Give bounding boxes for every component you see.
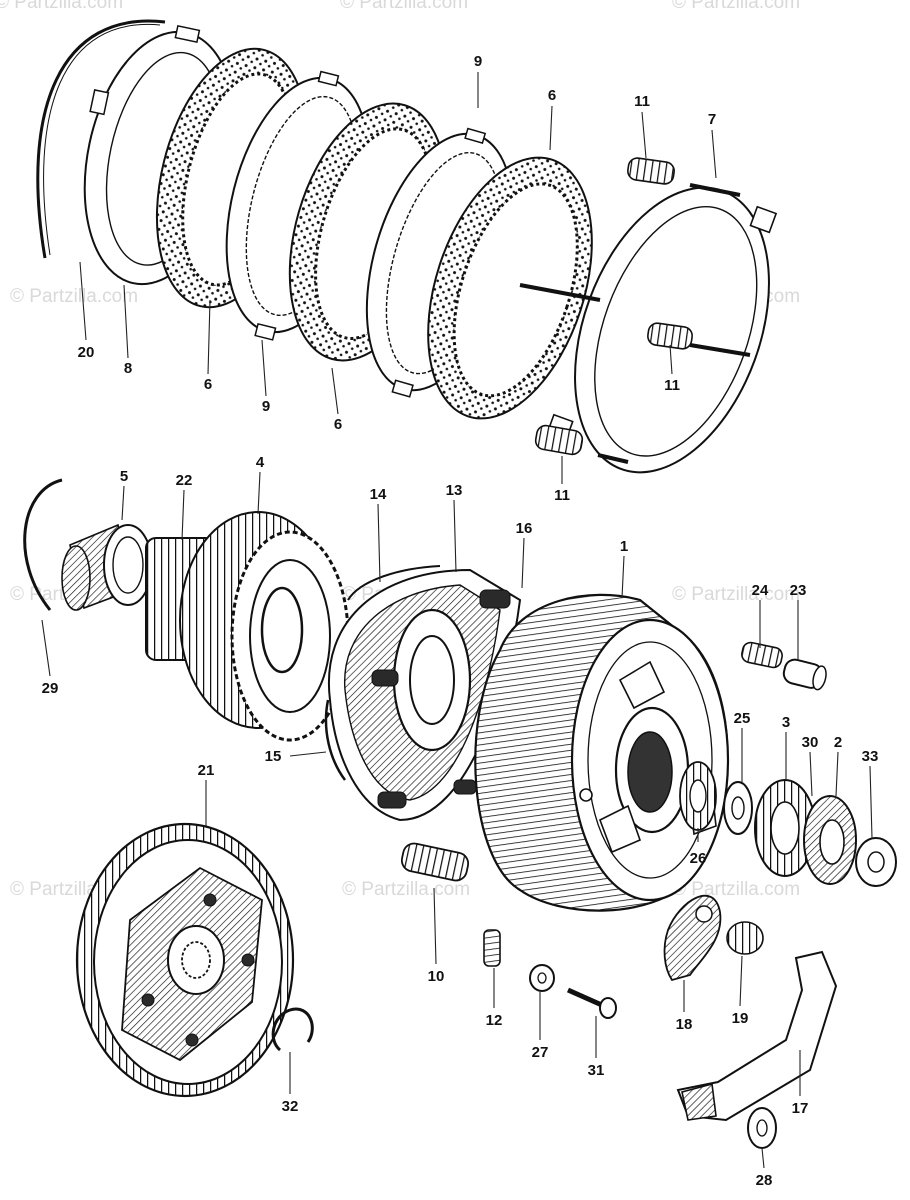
callout-label: 26 xyxy=(690,850,707,867)
callout-label: 24 xyxy=(752,582,769,599)
callout-label: 25 xyxy=(734,710,751,727)
friction-disc-part xyxy=(427,156,593,420)
callout-label: 9 xyxy=(474,53,482,70)
clutch-center-part xyxy=(327,568,522,822)
callout-label: 11 xyxy=(634,93,650,110)
clutch-spring-part xyxy=(647,322,693,350)
callout-label: 2 xyxy=(834,734,842,751)
washer-part xyxy=(747,1107,777,1149)
pin-part xyxy=(597,453,629,464)
bushing-part xyxy=(61,523,153,611)
callout-label: 19 xyxy=(732,1010,749,1027)
callout-label: 6 xyxy=(334,416,342,433)
callout-label: 32 xyxy=(282,1098,299,1115)
watermark-text: © Partzilla.com xyxy=(0,0,123,13)
callout-label: 10 xyxy=(428,968,445,985)
watermark-text: © Partzilla.com xyxy=(672,584,800,605)
callout-label: 15 xyxy=(265,748,282,765)
bearing-part xyxy=(679,761,717,831)
callout-label: 12 xyxy=(486,1012,503,1029)
callout-labels: 20 8 6 9 6 9 6 11 7 11 11 5 22 4 14 13 1… xyxy=(42,53,879,1189)
pin-part xyxy=(689,183,741,197)
leader-lines xyxy=(41,72,873,1169)
plate-stack xyxy=(36,19,778,474)
clutch-housing-part xyxy=(474,593,730,912)
callout-label: 27 xyxy=(532,1044,549,1061)
wire-ring-part xyxy=(324,699,347,781)
callout-label: 23 xyxy=(790,582,807,599)
callout-label: 33 xyxy=(862,748,879,765)
lifter-part xyxy=(754,779,816,877)
callout-label: 13 xyxy=(446,482,463,499)
clutch-spring-part xyxy=(534,424,584,456)
callout-label: 9 xyxy=(262,398,270,415)
callout-label: 31 xyxy=(588,1062,605,1079)
callout-label: 7 xyxy=(708,111,716,128)
circlip-part xyxy=(271,1007,314,1052)
callout-label: 4 xyxy=(256,454,265,471)
callout-label: 6 xyxy=(548,87,556,104)
clutch-spring-part xyxy=(627,157,675,185)
kick-drive-gear-part xyxy=(179,511,350,742)
callout-label: 14 xyxy=(370,486,387,503)
watermark-text: © Partzilla.com xyxy=(672,0,800,13)
callout-label: 16 xyxy=(516,520,533,537)
clutch-lever-part xyxy=(676,950,838,1122)
small-spring-part xyxy=(483,929,501,967)
lifter-bearing-part xyxy=(803,795,857,885)
washer-part xyxy=(723,781,753,835)
watermark-text: © Partzilla.com xyxy=(340,0,468,13)
callout-label: 21 xyxy=(198,762,215,779)
watermark-text: © Partzilla.com xyxy=(672,879,800,900)
callout-label: 11 xyxy=(554,487,570,504)
small-spring-part xyxy=(726,921,764,955)
washer-part xyxy=(529,964,555,992)
watermark-text: © Partzilla.com xyxy=(342,879,470,900)
callout-label: 6 xyxy=(204,376,212,393)
callout-label: 11 xyxy=(664,377,680,394)
callout-label: 8 xyxy=(124,360,132,377)
callout-label: 5 xyxy=(120,468,128,485)
bolt-part xyxy=(566,987,617,1019)
lower-parts xyxy=(75,822,838,1149)
snap-ring-inner-edge xyxy=(43,23,161,256)
callout-label: 1 xyxy=(620,538,628,555)
watermark-text: © Partzilla.com xyxy=(10,286,138,307)
snap-ring-part xyxy=(36,19,166,259)
collar-part xyxy=(782,658,827,691)
callout-label: 20 xyxy=(78,344,95,361)
nut-part xyxy=(855,837,897,887)
damper-spring-part xyxy=(400,842,470,882)
center-assembly xyxy=(23,478,897,912)
callout-label: 18 xyxy=(676,1016,693,1033)
small-spring-part xyxy=(741,641,783,669)
callout-label: 30 xyxy=(802,734,819,751)
callout-label: 3 xyxy=(782,714,790,731)
pin-part xyxy=(519,283,601,302)
primary-gear-part xyxy=(75,822,295,1098)
callout-label: 28 xyxy=(756,1172,773,1189)
wire-ring-part xyxy=(347,565,441,601)
callout-label: 17 xyxy=(792,1100,809,1117)
circlip-part xyxy=(23,478,63,611)
callout-label: 22 xyxy=(176,472,193,489)
pin-part xyxy=(689,343,751,357)
callout-label: 29 xyxy=(42,680,59,697)
lifter-cam-part xyxy=(663,894,722,982)
